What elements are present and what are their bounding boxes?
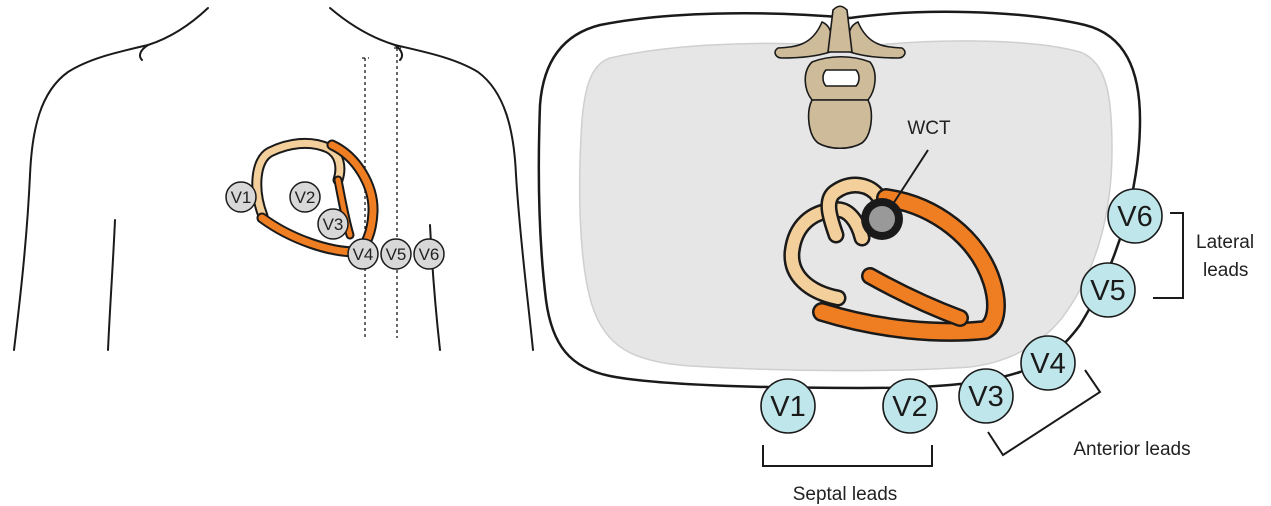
chest-electrode-v2: V2: [883, 379, 937, 433]
chest-electrode-label: V2: [892, 391, 927, 423]
chest-electrode-label: V3: [968, 381, 1003, 413]
torso-outline: [14, 8, 533, 350]
chest-electrode-label: V5: [1090, 275, 1125, 307]
torso-front-view: V1 V2 V3 V4 V5 V6: [14, 8, 533, 350]
torso-electrode-v6: V6: [414, 239, 444, 269]
wct-center: [869, 206, 895, 232]
chest-electrode-label: V4: [1030, 348, 1065, 380]
torso-electrode-label: V1: [231, 188, 252, 207]
thorax-cross-section: WCT V1 V2 V3 V4 V5: [539, 6, 1254, 505]
torso-electrode-v4: V4: [348, 239, 378, 269]
wct-label: WCT: [907, 118, 951, 139]
torso-electrode-label: V3: [323, 215, 344, 234]
torso-electrode-label: V5: [386, 245, 407, 264]
torso-electrode-v2: V2: [290, 182, 320, 212]
torso-electrode-label: V4: [353, 245, 374, 264]
anterior-leads-label: Anterior leads: [1073, 439, 1190, 460]
chest-electrode-v6: V6: [1108, 189, 1162, 243]
lateral-leads-label-line1: Lateral: [1196, 232, 1254, 253]
chest-electrode-label: V1: [770, 391, 805, 423]
torso-electrode-label: V2: [295, 188, 316, 207]
septal-leads-label: Septal leads: [793, 484, 898, 505]
chest-electrode-label: V6: [1117, 201, 1152, 233]
chest-electrode-v5: V5: [1081, 263, 1135, 317]
torso-electrode-v1: V1: [226, 182, 256, 212]
lateral-leads-label-line2: leads: [1203, 260, 1248, 281]
torso-electrode-v3: V3: [318, 209, 348, 239]
septal-bracket: [763, 445, 932, 466]
chest-electrode-v1: V1: [761, 379, 815, 433]
torso-electrode-label: V6: [419, 245, 440, 264]
chest-electrode-v3: V3: [959, 369, 1013, 423]
torso-electrode-v5: V5: [381, 239, 411, 269]
chest-electrode-v4: V4: [1021, 336, 1075, 390]
